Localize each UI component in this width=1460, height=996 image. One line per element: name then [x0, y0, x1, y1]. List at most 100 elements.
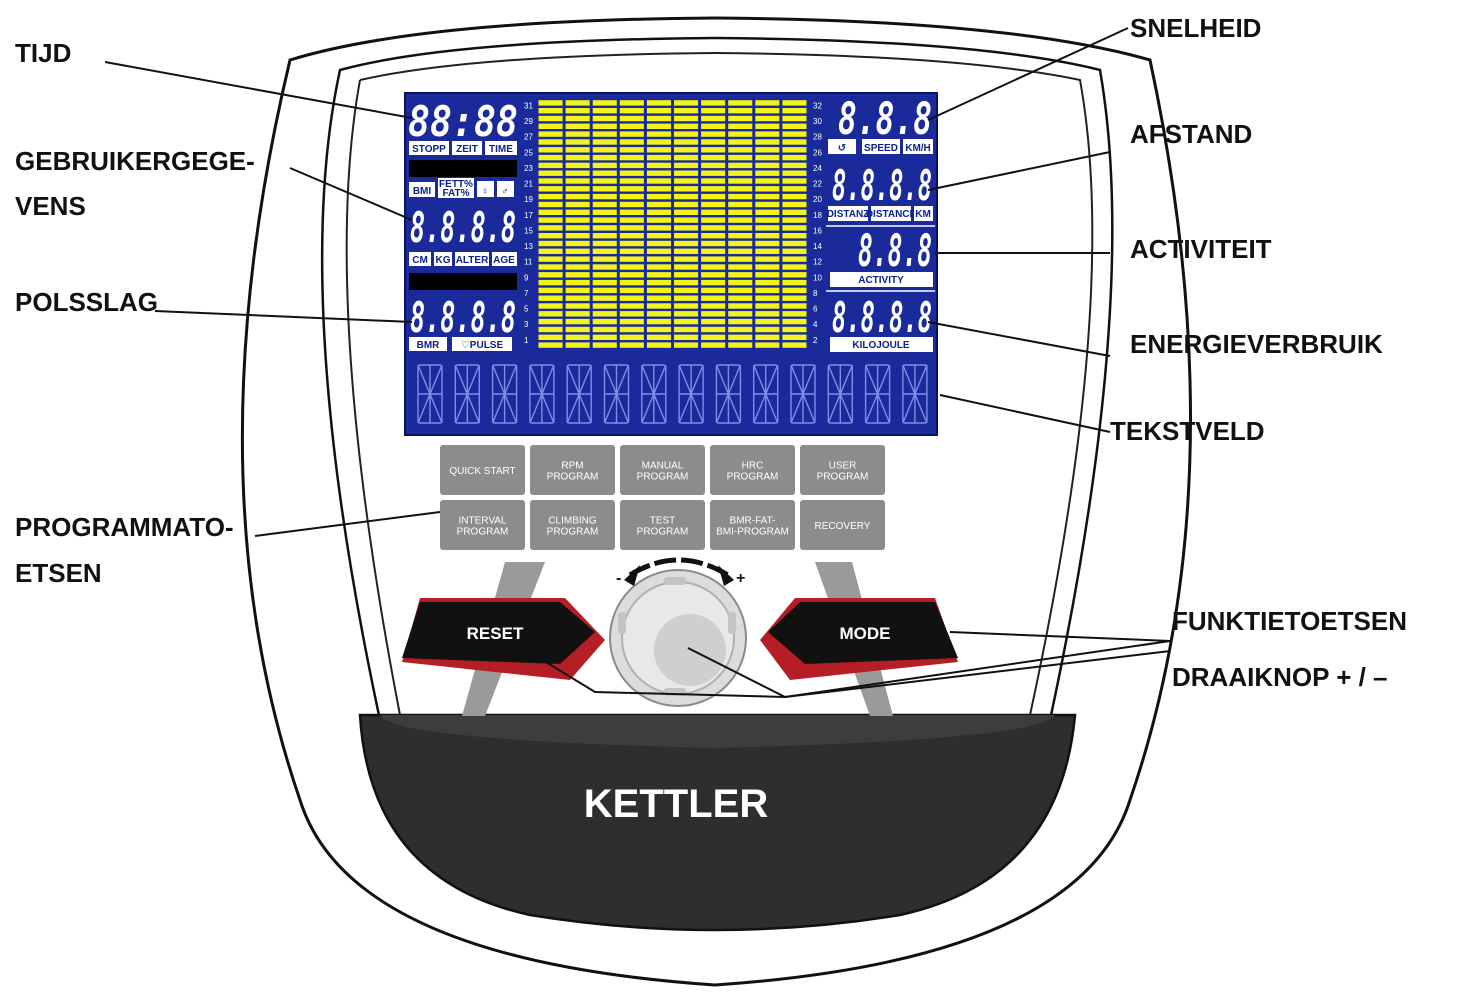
bar-segment [674, 139, 699, 145]
program-button[interactable]: BMR-FAT-BMI-PROGRAM [710, 500, 795, 550]
program-button[interactable]: RECOVERY [800, 500, 885, 550]
bar-segment [755, 100, 780, 106]
text-cell [566, 364, 592, 424]
bar-segment [782, 139, 807, 145]
bar-segment [619, 115, 644, 122]
bar-segment [619, 154, 644, 161]
bar-segment [619, 279, 644, 286]
program-button-label: USER [829, 461, 857, 472]
bar-segment [782, 225, 807, 231]
program-button-face [800, 445, 885, 495]
program-button[interactable]: QUICK START [440, 445, 525, 495]
bar-segment [755, 154, 780, 161]
bar-segment [646, 279, 671, 286]
bar-segment [782, 100, 807, 106]
bar-segment [728, 154, 753, 161]
function-keys[interactable]: RESET MODE - + [402, 557, 958, 716]
bar-segment [592, 201, 617, 208]
bar-segment [728, 193, 753, 200]
bar-segment [674, 334, 699, 340]
left-tick-label: 25 [524, 148, 533, 157]
program-buttons[interactable]: QUICK START RPMPROGRAMMANUALPROGRAMHRCPRO… [440, 445, 885, 550]
bar-segment [755, 233, 780, 239]
bar-segment [619, 342, 644, 348]
speed-digits: 8.8.8 [838, 94, 932, 145]
bar-segment [646, 186, 671, 192]
bar-segment [728, 295, 753, 301]
bar-segment [646, 240, 671, 247]
program-button-label: RECOVERY [815, 521, 871, 532]
bar-segment [782, 272, 807, 278]
program-button-label: INTERVAL [459, 516, 507, 527]
bar-segment [701, 233, 726, 239]
bar-segment [646, 147, 671, 153]
label-alter: ALTER [456, 255, 489, 266]
bar-segment [619, 186, 644, 192]
bar-segment [565, 178, 590, 184]
bar-segment [592, 240, 617, 247]
label-distance: DISTANCE [866, 209, 917, 220]
bar-segment [674, 326, 699, 333]
bar-segment [646, 318, 671, 325]
bar-segment [538, 123, 563, 129]
bar-segment [565, 170, 590, 176]
bar-segment [701, 147, 726, 153]
program-button-label: QUICK START [449, 466, 515, 477]
bar-segment [674, 209, 699, 215]
bar-segment [674, 100, 699, 106]
bar-segment [674, 287, 699, 294]
bar-segment [782, 217, 807, 223]
label-kg: KG [436, 255, 451, 266]
bar-segment [619, 295, 644, 301]
label-box-kilojoule [830, 337, 933, 352]
bar-segment [701, 248, 726, 254]
bar-segment [565, 334, 590, 340]
bar-segment [755, 311, 780, 317]
right-tick-label: 10 [813, 273, 822, 282]
bar-segment [728, 162, 753, 169]
bar-segment [646, 303, 671, 309]
bar-segment [674, 123, 699, 129]
bar-segment [755, 248, 780, 254]
energy-digits: 8.8.8.8 [832, 293, 932, 342]
label-speed: SPEED [864, 143, 898, 154]
bar-segment [565, 162, 590, 169]
bar-segment [782, 178, 807, 184]
bar-segment [728, 123, 753, 129]
program-button-label: PROGRAM [727, 472, 779, 483]
label-box-zeit [452, 141, 482, 155]
mode-button[interactable]: MODE [760, 598, 958, 680]
text-cell [715, 364, 742, 424]
text-cell [603, 364, 630, 424]
bar-segment [755, 303, 780, 309]
label-box-rotate [828, 139, 856, 154]
leader-energie [927, 321, 1111, 357]
leader-snelheid [927, 27, 1129, 121]
bar-segment [755, 334, 780, 340]
left-tick-label: 11 [524, 258, 533, 267]
left-tick-label: 7 [524, 289, 529, 298]
reset-button[interactable]: RESET [402, 598, 605, 680]
left-tick-label: 23 [524, 164, 533, 173]
bar-segment [565, 209, 590, 215]
bar-segment [619, 272, 644, 278]
bar-segment [592, 147, 617, 153]
bar-segment [646, 100, 671, 106]
bar-segment [728, 147, 753, 153]
bar-segment [755, 147, 780, 153]
bar-segment [538, 201, 563, 208]
bar-segment [646, 108, 671, 114]
rotary-knob[interactable] [609, 569, 747, 707]
bar-segment [538, 240, 563, 247]
label-box-age [492, 252, 517, 266]
right-tick-label: 30 [813, 117, 822, 126]
